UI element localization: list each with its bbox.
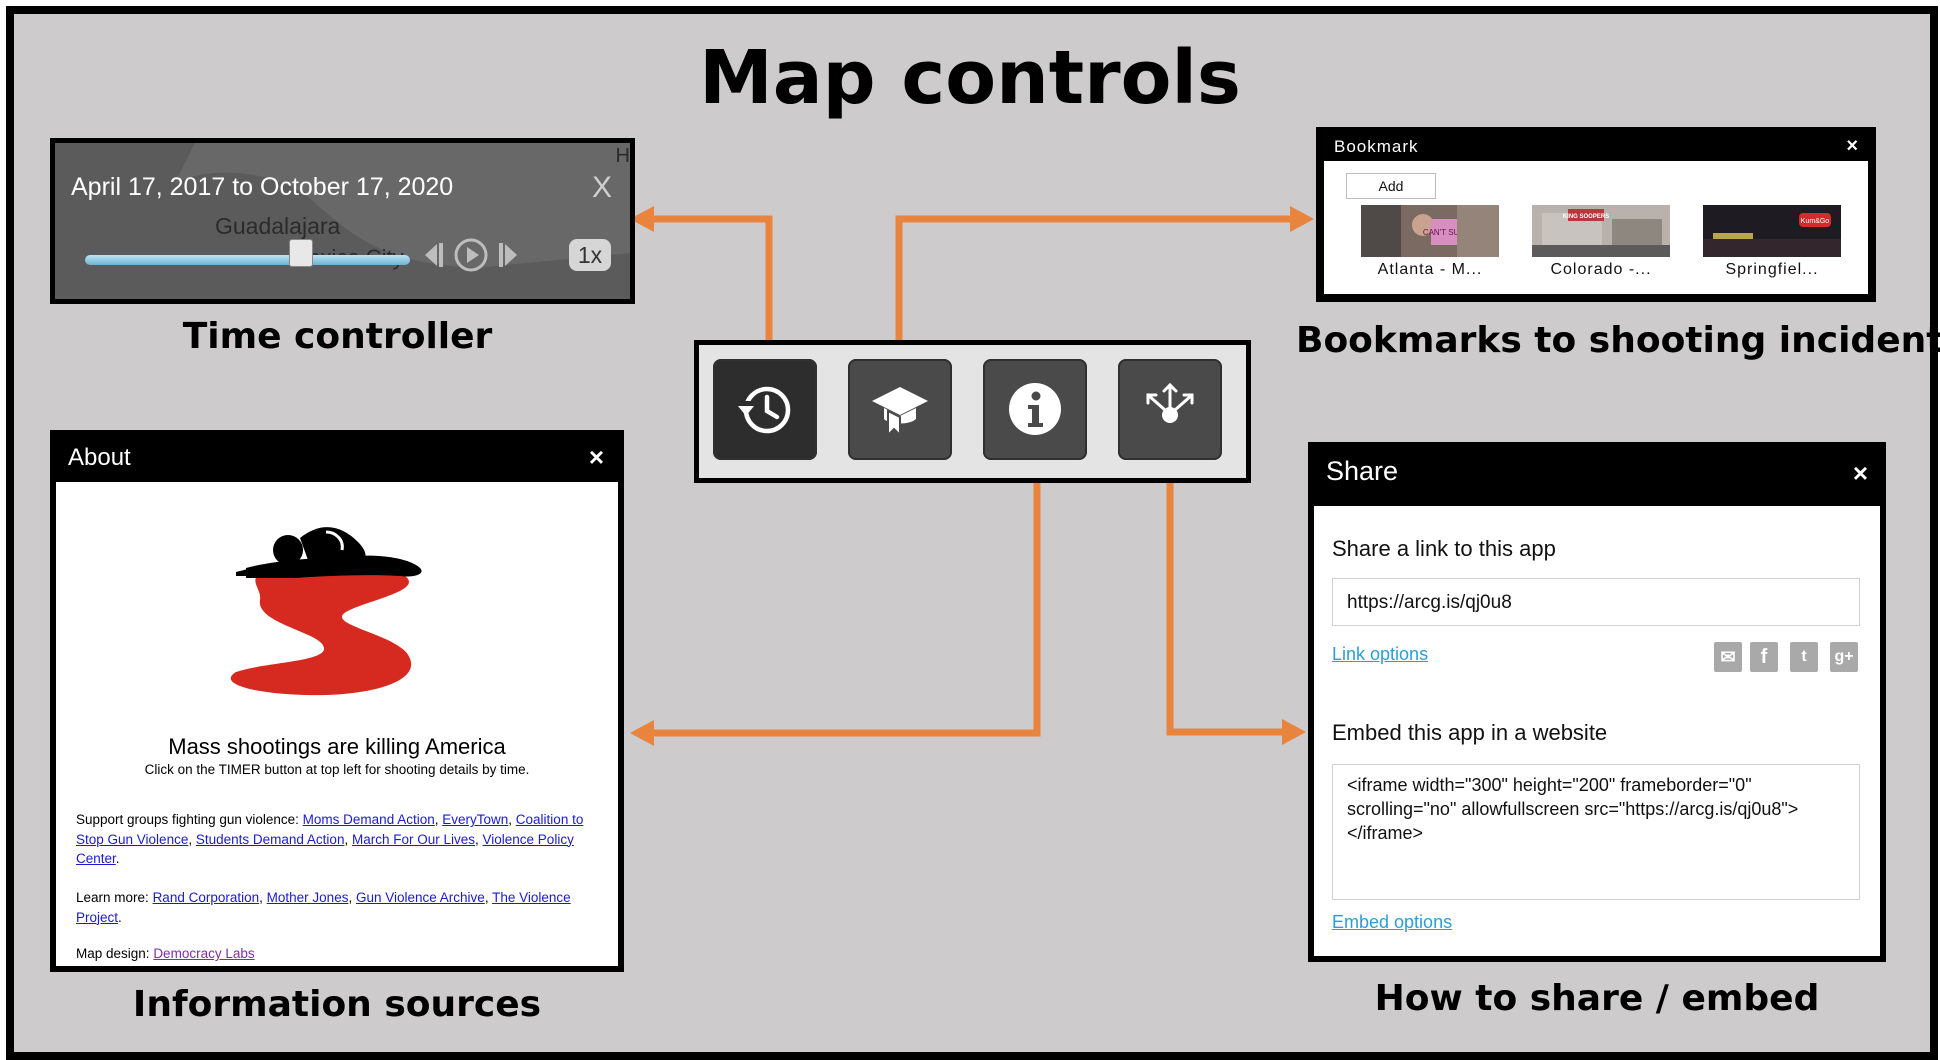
facebook-icon[interactable]: f: [1750, 642, 1778, 672]
share-network-icon: [1146, 382, 1194, 423]
link-violence-policy-center[interactable]: Violence Policy Center: [76, 831, 574, 867]
bookmark-panel: Bookmark × Add CAN'T SURVIVE Atlanta - M…: [1316, 127, 1876, 302]
support-label: Support groups fighting gun violence:: [76, 812, 299, 827]
time-slider-track[interactable]: [85, 255, 410, 265]
time-controller-panel: April 17, 2017 to October 17, 2020 Guada…: [50, 138, 635, 304]
embed-options-link[interactable]: Embed options: [1332, 912, 1453, 932]
link-moms-demand-action[interactable]: Moms Demand Action: [302, 812, 435, 827]
link-rand-corporation[interactable]: Rand Corporation: [152, 890, 260, 905]
caption-share-embed: How to share / embed: [1374, 978, 1820, 1019]
bookmark-thumbnail-springfield[interactable]: Kum&Go: [1703, 205, 1841, 257]
design-label: Map design:: [76, 946, 150, 961]
share-button[interactable]: [1118, 359, 1222, 460]
thumbnail-sign-text: CAN'T SURVIVE: [1423, 228, 1483, 237]
about-headline: Mass shootings are killing America: [168, 734, 506, 759]
victim-logo-illustration: [230, 527, 422, 696]
about-button[interactable]: [983, 359, 1087, 460]
link-march-for-our-lives[interactable]: March For Our Lives: [351, 831, 475, 847]
map-background: [55, 143, 630, 299]
thumbnail-sign-text: KING SOOPERS: [1563, 214, 1609, 220]
support-paragraph: Support groups fighting gun violence: Mo…: [76, 812, 584, 867]
next-icon[interactable]: [497, 241, 519, 269]
link-gun-violence-archive[interactable]: Gun Violence Archive: [355, 890, 485, 905]
share-body: Share a link to this app https://arcg.is…: [1314, 506, 1880, 956]
time-slider-handle[interactable]: [288, 239, 313, 267]
map-toolbar: [694, 340, 1251, 483]
page-title: Map controls: [699, 35, 1241, 121]
bookmark-title: Bookmark: [1334, 137, 1419, 156]
embed-code-textarea[interactable]: <iframe width="300" height="200" framebo…: [1332, 764, 1860, 900]
timer-button[interactable]: [713, 359, 817, 460]
caption-bookmarks: Bookmarks to shooting incidents: [1296, 320, 1940, 361]
arrowhead-bookmark: [1290, 206, 1314, 232]
map-label-corner: H: [615, 145, 630, 167]
link-mother-jones[interactable]: Mother Jones: [266, 890, 349, 905]
thumbnail-sign-text: Kum&Go: [1801, 218, 1830, 225]
close-icon[interactable]: ×: [1852, 458, 1868, 488]
about-panel: About × Mass shootings are killing Ameri…: [50, 430, 624, 972]
history-clock-icon: [738, 386, 791, 434]
bookmark-label-atlanta[interactable]: Atlanta - M...: [1377, 261, 1483, 278]
arrowhead-share: [1282, 719, 1306, 745]
graduation-cap-icon: [872, 387, 928, 438]
share-title: Share: [1326, 456, 1399, 486]
time-range-label: April 17, 2017 to October 17, 2020: [71, 173, 454, 201]
bookmark-label-springfield[interactable]: Springfiel...: [1725, 261, 1819, 278]
arrowhead-about: [630, 720, 654, 746]
twitter-icon[interactable]: t: [1790, 642, 1818, 672]
arrow-to-bookmark: [895, 215, 1293, 362]
link-democracy-labs[interactable]: Democracy Labs: [153, 946, 255, 961]
caption-time-controller: Time controller: [182, 316, 493, 357]
embed-label: Embed this app in a website: [1332, 720, 1608, 745]
bookmarks-button[interactable]: [848, 359, 952, 460]
close-icon[interactable]: ×: [1846, 135, 1858, 157]
bookmark-body: Add CAN'T SURVIVE Atlanta - M... KING SO…: [1324, 161, 1868, 294]
learn-more-paragraph: Learn more: Rand Corporation, Mother Jon…: [76, 890, 571, 925]
email-icon[interactable]: ✉: [1714, 642, 1742, 672]
arrow-to-share: [1166, 452, 1288, 736]
bookmark-label-colorado[interactable]: Colorado -...: [1550, 261, 1652, 278]
link-coalition-stop-gun-violence[interactable]: Coalition to Stop Gun Violence: [76, 812, 584, 847]
info-icon: [1009, 383, 1061, 435]
speed-button[interactable]: 1x: [569, 239, 611, 271]
previous-icon[interactable]: [423, 241, 445, 269]
share-url-field[interactable]: https://arcg.is/qj0u8: [1332, 578, 1860, 626]
bookmark-thumbnail-colorado[interactable]: KING SOOPERS: [1532, 205, 1670, 257]
about-title: About: [68, 444, 131, 471]
play-icon[interactable]: [453, 237, 489, 273]
share-panel: Share × Share a link to this app https:/…: [1308, 442, 1886, 962]
learn-label: Learn more:: [76, 890, 149, 905]
link-everytown[interactable]: EveryTown: [442, 812, 509, 827]
about-subline: Click on the TIMER button at top left fo…: [144, 762, 530, 777]
about-body: Mass shootings are killing America Click…: [56, 482, 618, 966]
bookmark-thumbnail-atlanta[interactable]: CAN'T SURVIVE: [1361, 205, 1499, 257]
map-design-paragraph: Map design: Democracy Labs: [76, 944, 586, 964]
arrow-to-time-controller: [648, 215, 773, 362]
close-icon[interactable]: X: [591, 171, 612, 204]
google-plus-icon[interactable]: g+: [1830, 642, 1858, 672]
close-icon[interactable]: ×: [588, 442, 604, 472]
caption-information-sources: Information sources: [132, 984, 542, 1025]
map-label-city: Guadalajara: [215, 213, 341, 239]
add-bookmark-button[interactable]: Add: [1346, 173, 1436, 199]
link-the-violence-project[interactable]: The Violence Project: [76, 890, 571, 925]
share-link-label: Share a link to this app: [1332, 536, 1556, 561]
arrow-to-about: [648, 452, 1041, 737]
arrowhead-time: [630, 206, 654, 232]
link-options-link[interactable]: Link options: [1332, 644, 1429, 664]
link-students-demand-action[interactable]: Students Demand Action: [195, 831, 345, 847]
